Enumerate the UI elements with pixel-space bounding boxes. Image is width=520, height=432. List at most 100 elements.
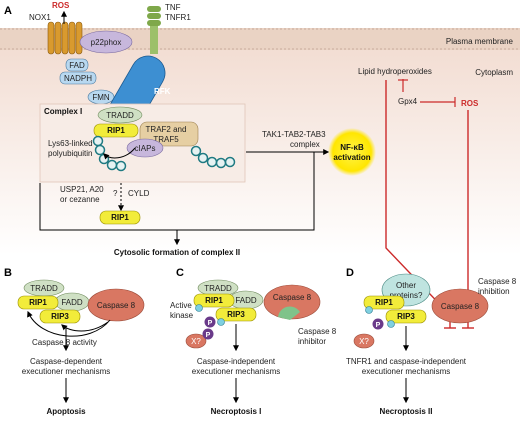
nox1-label: NOX1: [29, 13, 51, 22]
tak-complex-label: complex: [290, 140, 320, 149]
traf-label: TRAF2 and: [146, 125, 187, 134]
panel-b-exec-2: executioner mechanisms: [22, 367, 110, 376]
rip3-b-label: RIP3: [51, 312, 69, 321]
rip3-b: [39, 309, 81, 324]
caspase8-d-label: Caspase 8: [441, 302, 480, 311]
panel-c-exec-1: Caspase-independent: [197, 357, 276, 366]
cyld-label: CYLD: [128, 189, 150, 198]
x-protein-d: [353, 333, 375, 349]
lys63-label-1: Lys63-linked: [48, 139, 93, 148]
rip1-complex-i-label: RIP1: [107, 126, 125, 135]
tradd-top-label: TRADD: [106, 111, 134, 120]
phospho-c-2-label: P: [206, 332, 211, 339]
rip3-c: [215, 307, 257, 322]
panel-c-label: C: [176, 267, 184, 279]
nadph-box: [59, 71, 97, 85]
necroptosis-ii-label: Necroptosis II: [380, 407, 433, 416]
caspase8-inhibitor-c: [278, 306, 300, 320]
x-protein-c-label: X?: [191, 337, 201, 346]
panel-b-label: B: [4, 267, 12, 279]
caspase8-c-label: Caspase 8: [273, 293, 312, 302]
inhibitor-c-label-1: Caspase 8: [298, 327, 337, 336]
lys63-label-2: polyubiquitin: [48, 149, 92, 158]
lipid-hydroperoxides-label: Lipid hydroperoxides: [358, 67, 432, 76]
other-proteins-label-2: proteins?: [390, 291, 423, 300]
rip3-d-label: RIP3: [397, 312, 415, 321]
rip1-c: [193, 293, 235, 308]
kinase-site-d-2: [387, 320, 395, 328]
active-kinase-label-1: Active: [170, 301, 192, 310]
caspase8-b-label: Caspase 8: [97, 301, 136, 310]
panel-c-exec-2: executioner mechanisms: [192, 367, 280, 376]
apoptosis-label: Apoptosis: [46, 407, 86, 416]
cytoplasm-label: Cytoplasm: [475, 68, 513, 77]
ubiquitination-arrow: [103, 147, 136, 160]
cytosolic-complex-ii-label: Cytosolic formation of complex II: [114, 248, 240, 257]
cyld-question: ?: [113, 189, 118, 198]
fadd-b-label: FADD: [61, 298, 83, 307]
usp21-label-2: or cezanne: [60, 195, 100, 204]
panel-b-exec-1: Caspase-dependent: [30, 357, 103, 366]
tradd-c-label: TRADD: [204, 284, 232, 293]
fadd-c-label: FADD: [235, 296, 257, 305]
panel-d-label: D: [346, 267, 354, 279]
fad-label: FAD: [69, 61, 85, 70]
fmn-label: FMN: [92, 93, 110, 102]
rip1-b: [17, 295, 59, 310]
membrane-lipid-heads: [0, 28, 520, 50]
ciaps-label: cIAPs: [135, 144, 156, 153]
panel-d-exec-2: executioner mechanisms: [362, 367, 450, 376]
phospho-c-1: [204, 316, 216, 328]
nfkb-activation-label: activation: [333, 153, 370, 162]
nadph-label: NADPH: [64, 74, 92, 83]
inhibitor-c-label-2: inhibitor: [298, 337, 326, 346]
tnf-label: TNF: [165, 3, 181, 12]
ros-top-label: ROS: [52, 1, 70, 10]
tnfr1-label: TNFR1: [165, 13, 191, 22]
tradd-b-label: TRADD: [30, 284, 58, 293]
tak-label: TAK1-TAB2-TAB3: [262, 130, 326, 139]
rip3-d: [385, 309, 427, 324]
phospho-d-label: P: [376, 322, 381, 329]
rip1-free: [99, 210, 141, 225]
fad-box: [65, 58, 89, 72]
phospho-d: [372, 318, 384, 330]
complex-i-label: Complex I: [44, 107, 82, 116]
kinase-site-1: [195, 304, 203, 312]
traf5-label: TRAF5: [153, 135, 179, 144]
phospho-c-1-label: P: [208, 320, 213, 327]
caspase8-d: [431, 288, 489, 324]
kinase-site-d-1: [365, 306, 373, 314]
ubiquitin-chain-right: [190, 145, 236, 169]
rip3-c-label: RIP3: [227, 310, 245, 319]
phospho-c-2: [202, 328, 214, 340]
necroptosis-i-label: Necroptosis I: [211, 407, 262, 416]
caspase8-c: [263, 284, 321, 320]
ros-right-label: ROS: [461, 99, 479, 108]
caspase8-activity-label: Caspase 8 activity: [32, 338, 97, 347]
tnfr1-receptor: [147, 6, 161, 54]
panel-a-label: A: [4, 5, 12, 17]
rfk-label: RFK: [154, 87, 171, 96]
caspase8-cleave-rip3: [61, 321, 109, 332]
tradd-top: [97, 106, 143, 124]
nfkb-activation-burst: [328, 128, 376, 176]
usp21-label-1: USP21, A20: [60, 185, 104, 194]
inhibition-d-label-1: Caspase 8: [478, 277, 517, 286]
rip1-complex-i: [93, 123, 139, 138]
active-kinase-label-2: kinase: [170, 311, 194, 320]
inhibition-d-label-2: inhibition: [478, 287, 510, 296]
x-protein-d-label: X?: [359, 337, 369, 346]
rip1-d: [363, 295, 405, 310]
panel-d-exec-1: TNFR1 and caspase-independent: [346, 357, 467, 366]
ciaps-protein: [126, 138, 164, 158]
rip1-d-label: RIP1: [375, 298, 393, 307]
rip1-c-label: RIP1: [205, 296, 223, 305]
nox1-transmembrane: [47, 21, 83, 55]
rip1-b-label: RIP1: [29, 298, 47, 307]
kinase-site-2: [217, 318, 225, 326]
other-proteins-label-1: Other: [396, 281, 416, 290]
x-protein-c: [185, 333, 207, 349]
